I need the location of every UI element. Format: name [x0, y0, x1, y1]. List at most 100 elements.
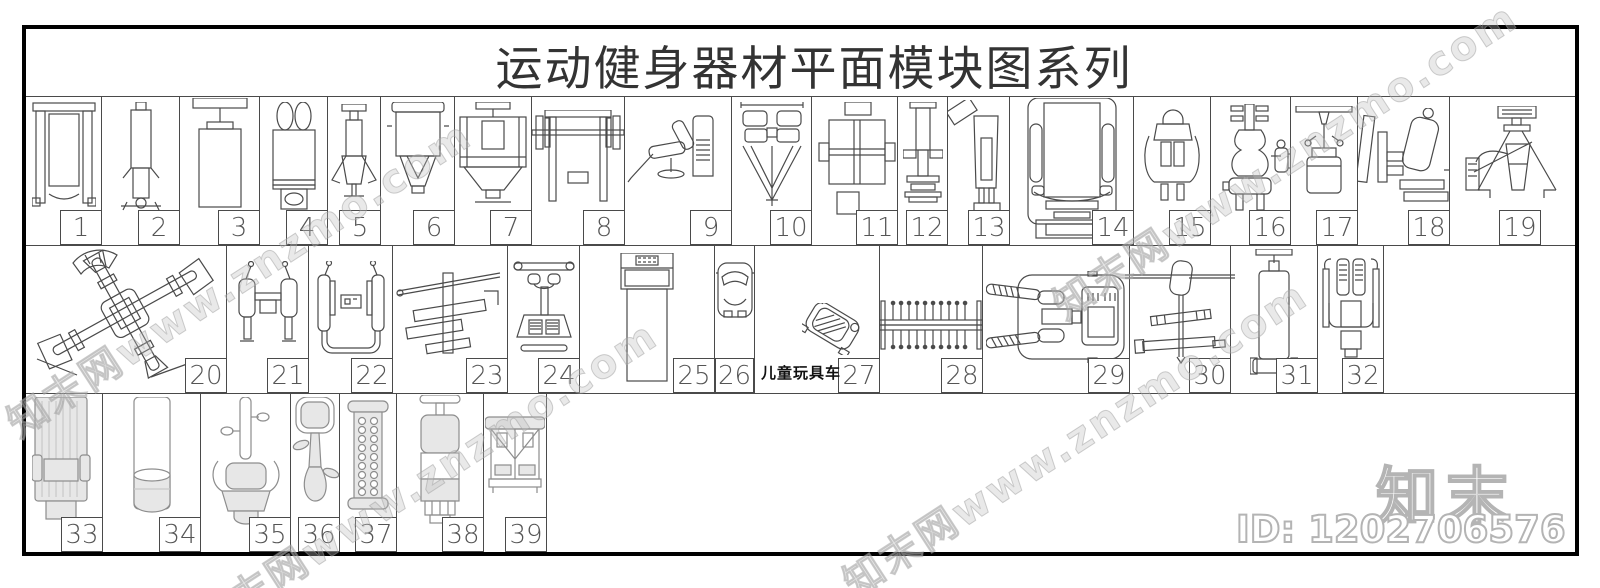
znzmo-logo: 知末: [1375, 459, 1517, 534]
cell-33: 33: [26, 393, 103, 552]
cell-36: 36: [291, 393, 340, 552]
gray-press-column-icon: [419, 395, 461, 524]
seated-row-icon: [386, 102, 449, 194]
row-divider: [26, 96, 1575, 97]
cell-number: 3: [218, 210, 260, 245]
cell-number: 16: [1249, 210, 1291, 245]
cell-number: 24: [538, 358, 580, 393]
cell-number: 11: [856, 210, 898, 245]
cell-number: 23: [466, 358, 508, 393]
cell-number: 14: [1092, 210, 1134, 245]
cell-4: 4: [260, 96, 328, 245]
cell-14: 14: [1010, 96, 1134, 245]
cell-24: 24: [508, 245, 580, 393]
cell-16: 16: [1211, 96, 1291, 245]
cell-number: 21: [267, 358, 309, 393]
cell-5: 5: [328, 96, 381, 245]
tripod-cable-machine-icon: [1464, 106, 1557, 198]
toy-car-top-icon: [715, 262, 754, 318]
cell-number: 9: [690, 210, 732, 245]
incline-press-icon: [947, 100, 1001, 212]
dual-pad-rack-icon: [237, 261, 298, 342]
seated-press-machine-icon: [31, 102, 96, 207]
seated-chest-press-icon: [1144, 109, 1200, 201]
cell-number: 26: [715, 358, 754, 393]
cell-37: 37: [340, 393, 397, 552]
pec-deck-icon: [739, 102, 804, 206]
cell-number: 39: [505, 517, 547, 552]
rowing-machine-icon: [986, 271, 1125, 363]
parallel-rung-bar-icon: [879, 300, 983, 350]
gray-treadmill-icon: [32, 397, 91, 520]
cell-30: 30: [1125, 245, 1235, 393]
cell-number: 17: [1316, 210, 1358, 245]
crossover-bar-icon: [396, 272, 501, 355]
cell-29: 29: [983, 245, 1130, 393]
cross-table-icon: [817, 102, 896, 215]
smith-press-frame-icon: [459, 102, 527, 203]
cell-38: 38: [397, 393, 484, 552]
cell-32: 32: [1318, 245, 1384, 393]
treadmill-long-icon: [620, 253, 674, 382]
cell-number: 34: [159, 517, 201, 552]
cell-25: 25: [580, 245, 715, 393]
cell-number: 37: [355, 517, 397, 552]
row-divider: [26, 245, 1575, 246]
gray-massage-roller-icon: [347, 400, 389, 510]
cell-number: 20: [185, 358, 227, 393]
cell-number: 32: [1342, 358, 1384, 393]
arm-curl-machine-icon: [1221, 104, 1291, 211]
cell-12: 12: [898, 96, 948, 245]
cell-number: 18: [1408, 210, 1450, 245]
leg-press-column-icon: [331, 104, 377, 197]
lat-pulldown-icon: [191, 98, 248, 208]
cell-28: 28: [879, 245, 983, 393]
gray-water-column-icon: [132, 397, 171, 513]
lat-bar-pole-icon: [1125, 260, 1235, 365]
cell-7: 7: [455, 96, 532, 245]
cell-26: 26: [715, 245, 755, 393]
cell-number: 2: [138, 210, 180, 245]
cell-number: 19: [1499, 210, 1541, 245]
cell-number: 7: [490, 210, 532, 245]
pedal-machine-icon: [1321, 258, 1380, 358]
multi-station-gym-icon: [36, 249, 214, 379]
toy-car-label: 儿童玩具车: [761, 364, 842, 382]
gray-pole-seat-icon: [212, 397, 279, 525]
cell-number: 6: [413, 210, 455, 245]
gray-kids-scooter-icon: [292, 397, 340, 502]
cell-21: 21: [227, 245, 309, 393]
cell-9: 9: [625, 96, 732, 245]
cell-number: 13: [968, 210, 1010, 245]
cell-number: 5: [339, 210, 381, 245]
cell-number: 28: [941, 358, 983, 393]
treadmill-top-view-icon: [1026, 98, 1117, 239]
cell-6: 6: [381, 96, 455, 245]
squat-frame-icon: [316, 261, 385, 354]
cell-31: 31: [1231, 245, 1318, 393]
cell-number: 8: [583, 210, 625, 245]
cell-number: 35: [249, 517, 291, 552]
cell-18: 18: [1357, 96, 1450, 245]
cell-10: 10: [732, 96, 812, 245]
cell-number: 25: [673, 358, 715, 393]
cell-13: 13: [947, 96, 1010, 245]
cell-number: 15: [1169, 210, 1211, 245]
cell-8: 8: [532, 96, 625, 245]
cell-3: 3: [180, 96, 260, 245]
shoulder-press-column-icon: [902, 102, 943, 203]
cell-34: 34: [103, 393, 201, 552]
cell-number: 38: [442, 517, 484, 552]
cell-11: 11: [812, 96, 898, 245]
cell-number: 22: [351, 358, 393, 393]
cell-1: 1: [26, 96, 102, 245]
row-divider: [26, 393, 1575, 394]
sheet-title: 运动健身器材平面模块图系列: [495, 42, 1133, 97]
cell-number: 4: [286, 210, 328, 245]
cell-number: 1: [60, 210, 102, 245]
image-id-text: ID: 1202706576: [1235, 507, 1567, 552]
cell-27: 儿童玩具车 27: [755, 245, 880, 393]
cell-39: 39: [484, 393, 547, 552]
dual-pad-seat-icon: [271, 102, 316, 210]
